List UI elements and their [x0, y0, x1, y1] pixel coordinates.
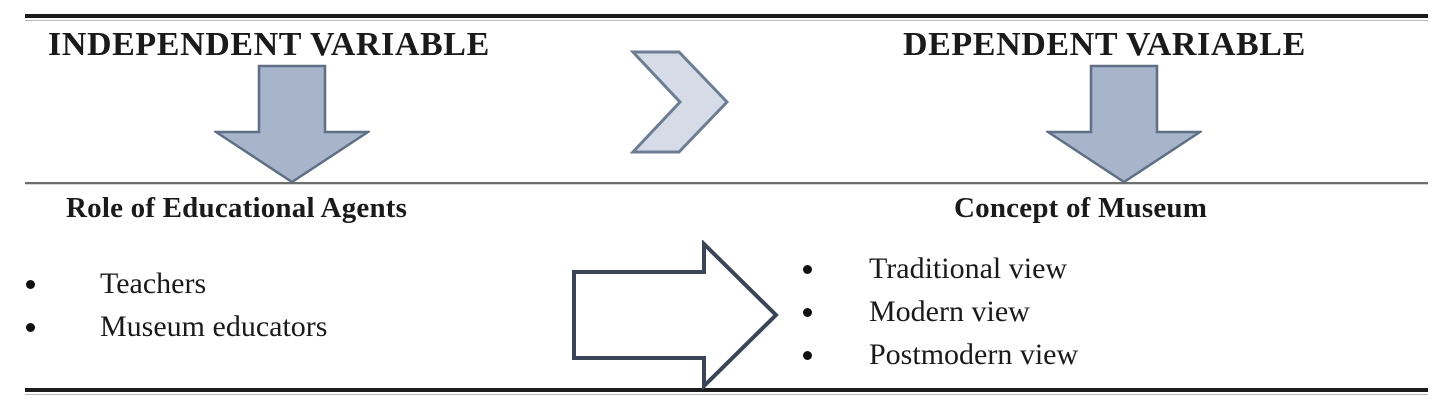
dependent-variable-heading: DEPENDENT VARIABLE [903, 26, 1306, 63]
rule-top [25, 14, 1428, 18]
list-item: Modern view [803, 290, 1078, 333]
list-item: Traditional view [803, 247, 1078, 290]
list-item: Museum educators [26, 305, 327, 348]
bullet-icon [26, 323, 35, 332]
list-item-label: Museum educators [100, 310, 328, 343]
concept-of-museum-heading: Concept of Museum [954, 192, 1208, 224]
list-item: Postmodern view [803, 333, 1078, 376]
role-of-educational-agents-heading: Role of Educational Agents [66, 192, 408, 224]
bullet-icon [803, 308, 812, 317]
bullet-icon [803, 265, 812, 274]
list-item-label: Postmodern view [869, 338, 1079, 371]
list-item: Teachers [26, 262, 327, 305]
arrow-down-icon [1046, 64, 1202, 184]
list-item-label: Teachers [100, 267, 207, 300]
chevron-right-icon [628, 47, 730, 157]
arrow-down-icon [214, 64, 370, 184]
arrow-right-icon [570, 240, 780, 390]
educational-agents-list: Teachers Museum educators [26, 262, 327, 348]
concept-of-museum-list: Traditional view Modern view Postmodern … [803, 247, 1078, 376]
list-item-label: Traditional view [869, 252, 1068, 285]
rule-middle [25, 182, 1428, 184]
bullet-icon [26, 280, 35, 289]
list-item-label: Modern view [869, 295, 1030, 328]
independent-variable-heading: INDEPENDENT VARIABLE [48, 26, 490, 63]
bullet-icon [803, 351, 812, 360]
rule-bottom [25, 388, 1428, 392]
